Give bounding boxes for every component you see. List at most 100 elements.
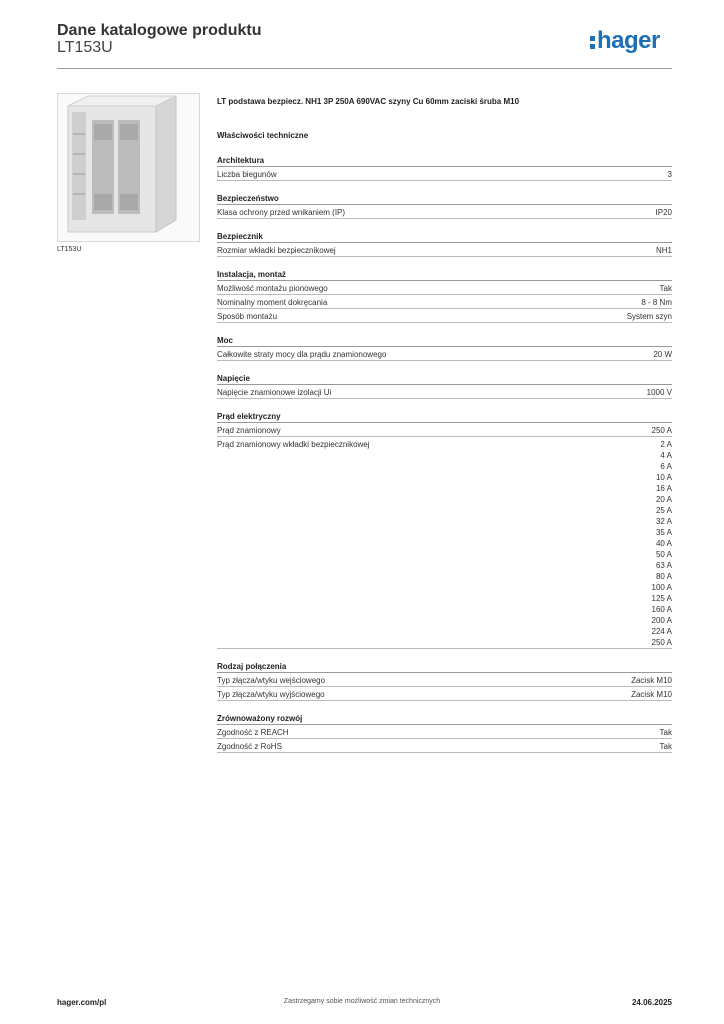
fuse-base-illustration [67, 95, 177, 233]
spec-value-item: 100 A [651, 583, 672, 592]
spec-label: Całkowite straty mocy dla prądu znamiono… [217, 350, 387, 359]
product-code: LT153U [57, 39, 113, 56]
spec-value-item: 160 A [651, 605, 672, 614]
header-divider [57, 68, 672, 69]
spec-value-item: 40 A [655, 539, 672, 548]
spec-label: Prąd znamionowy [217, 426, 281, 435]
spec-value: Tak [660, 281, 672, 294]
logo-text: hager [597, 27, 660, 54]
spec-value: Tak [660, 739, 672, 752]
spec-row: Zgodność z RoHS Tak [217, 739, 672, 753]
spec-value: 8 - 8 Nm [641, 295, 672, 308]
spec-value-item: 20 W [653, 350, 672, 359]
spec-row: Napięcie znamionowe izolacji Ui 1000 V [217, 385, 672, 399]
spec-value: 3 [668, 167, 672, 180]
spec-value-item: IP20 [655, 208, 672, 217]
spec-value: Tak [660, 725, 672, 738]
spec-row: Prąd znamionowy wkładki bezpiecznikowej 2… [217, 437, 672, 649]
product-description: LT podstawa bezpiecz. NH1 3P 250A 690VAC… [217, 97, 520, 106]
spec-value-item: Tak [659, 284, 672, 293]
spec-value-item: 80 A [655, 572, 672, 581]
spec-label: Typ złącza/wtyku wyjściowego [217, 690, 325, 699]
spec-value-item: 1000 V [646, 388, 672, 397]
spec-value-item: System szyn [626, 312, 672, 321]
spec-label: Liczba biegunów [217, 170, 277, 179]
spec-label: Napięcie znamionowe izolacji Ui [217, 388, 332, 397]
spec-label: Zgodność z REACH [217, 728, 289, 737]
spec-value-item: 10 A [655, 473, 672, 482]
spec-row: Typ złącza/wtyku wejściowego Zacisk M10 [217, 673, 672, 687]
spec-value: 20 W [653, 347, 672, 360]
spec-value: System szyn [627, 309, 672, 322]
spec-value-item: 2 A [660, 440, 672, 449]
spec-value-item: 20 A [655, 495, 672, 504]
spec-value: NH1 [656, 243, 672, 256]
spec-value-item: 50 A [655, 550, 672, 559]
spec-value-item: 63 A [655, 561, 672, 570]
section-title: Rodzaj połączenia [217, 661, 672, 673]
section-title: Bezpieczeństwo [217, 193, 672, 205]
spec-value-item: 250 A [651, 426, 672, 435]
spec-value-item: 6 A [660, 462, 672, 471]
spec-value-item: Zacisk M10 [631, 676, 672, 685]
spec-row: Zgodność z REACH Tak [217, 725, 672, 739]
spec-row: Nominalny moment dokręcania 8 - 8 Nm [217, 295, 672, 309]
spec-value-item: 25 A [655, 506, 672, 515]
spec-value-item: 16 A [655, 484, 672, 493]
spec-value: 1000 V [647, 385, 672, 398]
spec-label: Prąd znamionowy wkładki bezpiecznikowej [217, 440, 370, 449]
footer-date: 24.06.2025 [631, 998, 672, 1007]
spec-label: Zgodność z RoHS [217, 742, 282, 751]
spec-label: Nominalny moment dokręcania [217, 298, 328, 307]
section-title: Architektura [217, 155, 672, 167]
spec-value-item: 250 A [651, 638, 672, 647]
spec-label: Klasa ochrony przed wnikaniem (IP) [217, 208, 346, 217]
spec-label: Sposób montażu [217, 312, 278, 321]
image-caption: LT153U [57, 246, 82, 253]
spec-value-item: 8 - 8 Nm [641, 298, 672, 307]
spec-label: Typ złącza/wtyku wejściowego [217, 676, 326, 685]
spec-value: 250 A [652, 423, 672, 436]
logo-colon-icon [590, 32, 595, 50]
hager-logo: hager [590, 27, 660, 55]
spec-row: Rozmiar wkładki bezpiecznikowej NH1 [217, 243, 672, 257]
properties-heading: Właściwości techniczne [217, 131, 309, 140]
spec-row: Klasa ochrony przed wnikaniem (IP) IP20 [217, 205, 672, 219]
spec-value-item: NH1 [655, 246, 672, 255]
footer-website[interactable]: hager.com/pl [57, 998, 107, 1007]
spec-value: Zacisk M10 [631, 687, 672, 700]
spec-value-item: 125 A [651, 594, 672, 603]
section-title: Zrównoważony rozwój [217, 713, 672, 725]
spec-label: Rozmiar wkładki bezpiecznikowej [217, 246, 336, 255]
spec-value-item: Zacisk M10 [631, 690, 672, 699]
spec-value-item: 3 [667, 170, 672, 179]
spec-value: IP20 [656, 205, 672, 218]
spec-value-item: Tak [659, 728, 672, 737]
spec-value-item: 4 A [660, 451, 672, 460]
product-image [57, 93, 200, 242]
spec-row: Liczba biegunów 3 [217, 167, 672, 181]
section-title: Prąd elektryczny [217, 411, 672, 423]
spec-value-item: 224 A [651, 627, 672, 636]
footer-note: Zastrzegamy sobie możliwość zmian techni… [283, 998, 441, 1005]
spec-row: Całkowite straty mocy dla prądu znamiono… [217, 347, 672, 361]
section-title: Moc [217, 335, 672, 347]
section-title: Instalacja, montaż [217, 269, 672, 281]
section-title: Napięcie [217, 373, 672, 385]
section-title: Bezpiecznik [217, 231, 672, 243]
spec-value: Zacisk M10 [631, 673, 672, 686]
spec-value-item: Tak [659, 742, 672, 751]
spec-row: Sposób montażu System szyn [217, 309, 672, 323]
spec-value-item: 35 A [655, 528, 672, 537]
